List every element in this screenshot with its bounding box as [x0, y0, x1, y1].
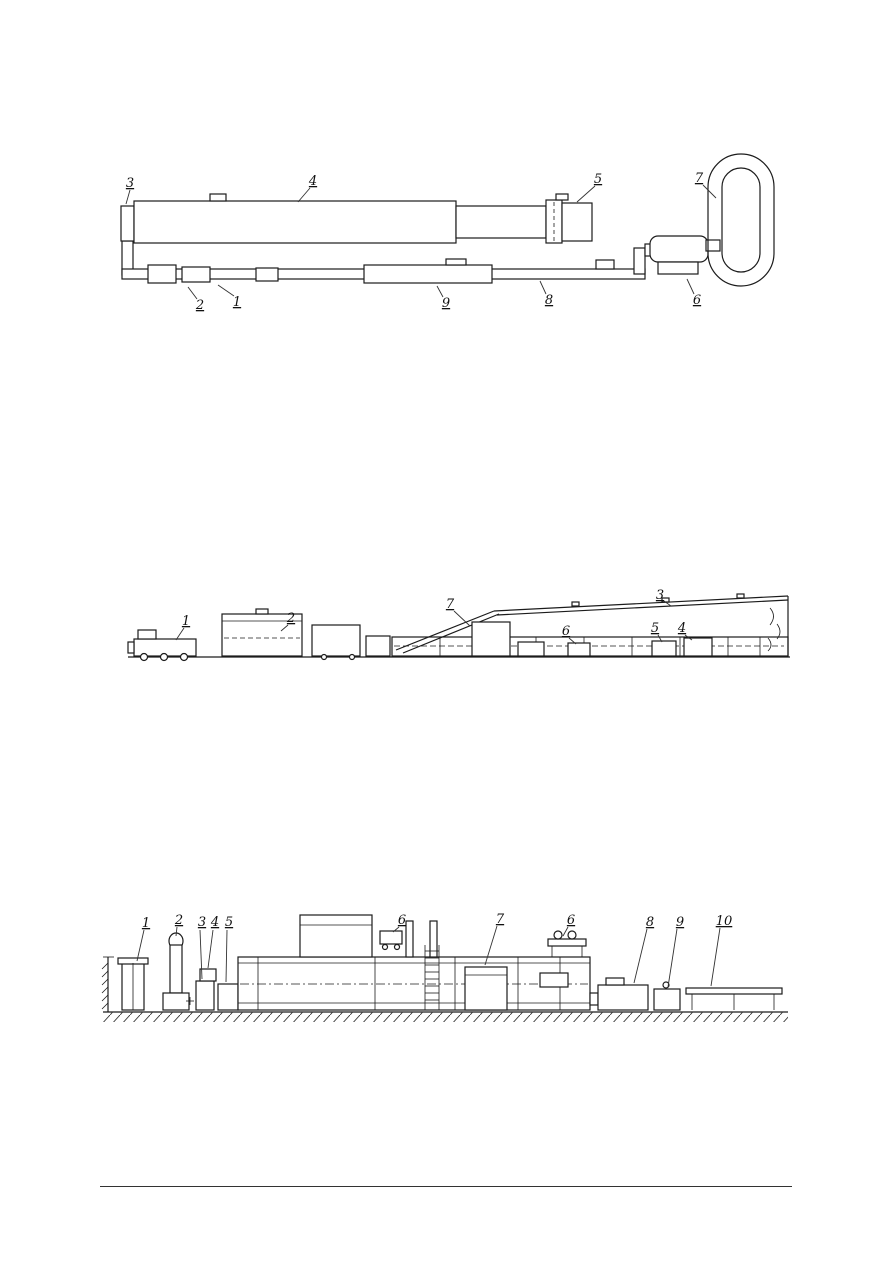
- box-units: [221, 608, 391, 661]
- main-furnace-body: [237, 914, 591, 1011]
- interior-components: [471, 621, 713, 657]
- control-cabinet: [464, 966, 508, 1011]
- fig1-callout-9: 9: [442, 296, 450, 311]
- fig3-callout-6b: 6: [567, 913, 575, 928]
- conveyor-and-roof: [395, 593, 789, 654]
- lower-pipe-assembly: [121, 240, 660, 284]
- fig3-callout-2: 2: [174, 913, 183, 928]
- fig3-callout-9: 9: [676, 915, 684, 930]
- fig3-callout-8: 8: [646, 915, 654, 930]
- fig3-callout-7: 7: [496, 912, 505, 927]
- leader-lines: [136, 925, 721, 988]
- fig2-callout-6: 6: [562, 624, 570, 639]
- fig1-callout-8: 8: [545, 293, 553, 308]
- ladder: [424, 945, 440, 1010]
- figure-production-line-drawing: 1 2 3 4 5 6 7 6 8 9 10: [101, 912, 788, 1022]
- fig1-callout-2: 2: [195, 298, 204, 313]
- fig3-callout-4: 4: [210, 915, 219, 930]
- leader-lines: [175, 600, 693, 645]
- fig2-callout-5: 5: [651, 621, 659, 636]
- figure-long-machine-drawing: 1 2 7 6 3 5 4: [127, 588, 790, 662]
- fig2-callout-2: 2: [286, 611, 295, 626]
- figure-long-machine: 1 2 7 6 3 5 4: [120, 580, 800, 680]
- bottom-rule: [100, 1186, 792, 1187]
- fig2-callout-1: 1: [182, 614, 190, 629]
- fig2-callout-3: 3: [656, 588, 664, 603]
- small-units: [195, 968, 239, 1011]
- fig1-callout-4: 4: [308, 174, 317, 189]
- figure-production-line: 1 2 3 4 5 6 7 6 8 9 10: [100, 905, 790, 1035]
- right-units: [589, 977, 783, 1011]
- separator-device: [649, 235, 721, 275]
- ground-hatching: [103, 1011, 788, 1022]
- fig1-callout-1: 1: [233, 295, 241, 310]
- fig1-callout-7: 7: [695, 171, 704, 186]
- main-cylinder-assembly: [120, 193, 593, 244]
- fig2-callout-7: 7: [446, 597, 455, 612]
- fig3-callout-1: 1: [142, 916, 150, 931]
- fig1-callout-6: 6: [693, 293, 701, 308]
- fig3-callout-10: 10: [716, 914, 733, 929]
- fan-stand: [547, 930, 587, 957]
- fig3-callout-5: 5: [225, 915, 233, 930]
- fig2-callout-4: 4: [677, 621, 686, 636]
- figure-tube-apparatus: 3 4 5 7 2 1 9 8 6: [110, 140, 790, 320]
- left-wall: [101, 956, 114, 1012]
- fig3-callout-6a: 6: [398, 913, 406, 928]
- fig1-callout-3: 3: [126, 176, 134, 191]
- fig1-callout-5: 5: [594, 172, 602, 187]
- figure-tube-apparatus-drawing: 3 4 5 7 2 1 9 8 6: [120, 153, 775, 313]
- fig3-callout-3: 3: [198, 915, 206, 930]
- tractor-unit: [127, 629, 197, 662]
- right-end-closure: [767, 596, 789, 657]
- duct-unit: [117, 957, 149, 1011]
- u-loop-coil: [707, 153, 775, 287]
- leader-lines: [125, 184, 717, 300]
- vessel-unit: [162, 932, 190, 1011]
